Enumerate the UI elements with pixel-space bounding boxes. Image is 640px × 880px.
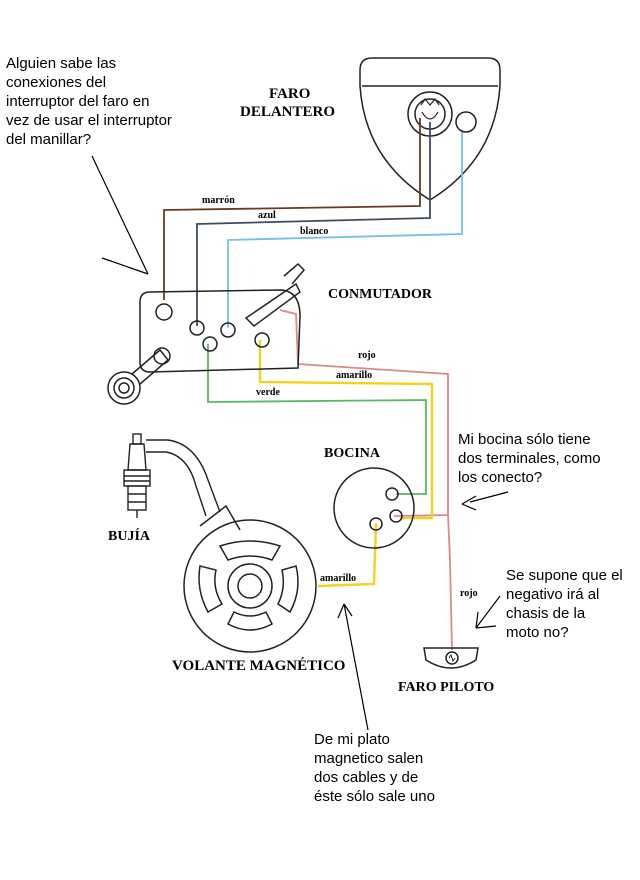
- note-top-left: Alguien sabe las conexiones del interrup…: [6, 55, 172, 148]
- note-negativo: Se supone que el negativo irá al chasis …: [506, 567, 623, 641]
- pilot-light: [423, 647, 479, 669]
- wire-label-amarillo-bottom: amarillo: [320, 573, 356, 584]
- label-bujia: BUJÍA: [108, 527, 151, 544]
- wire-label-marron: marrón: [202, 195, 235, 206]
- wire-label-blanco: blanco: [300, 226, 328, 237]
- wire-amarillo-bottom: [317, 523, 378, 588]
- label-faro-delantero-2: DELANTERO: [240, 104, 335, 120]
- wire-label-azul: azul: [258, 210, 276, 221]
- wire-label-rojo-bottom: rojo: [460, 588, 478, 599]
- annotation-arrows: [91, 155, 509, 731]
- wire-label-rojo-top: rojo: [358, 350, 376, 361]
- switch: [107, 262, 306, 405]
- wire-label-verde: verde: [256, 387, 280, 398]
- wire-azul: [196, 122, 431, 326]
- wire-blanco: [227, 132, 463, 328]
- label-faro-delantero-1: FARO: [269, 86, 310, 102]
- label-conmutador: CONMUTADOR: [328, 287, 433, 302]
- magneto-flywheel: [183, 504, 317, 653]
- wire-label-amarillo-top: amarillo: [336, 370, 372, 381]
- label-volante: VOLANTE MAGNÉTICO: [172, 657, 345, 674]
- label-bocina: BOCINA: [324, 446, 381, 461]
- note-bocina: Mi bocina sólo tiene dos terminales, com…: [458, 431, 601, 486]
- wire-amarillo-top: [258, 340, 434, 520]
- wires: [163, 118, 463, 651]
- wire-marron: [163, 118, 421, 300]
- label-faro-piloto: FARO PILOTO: [398, 680, 494, 695]
- note-plato: De mi plato magnetico salen dos cables y…: [314, 731, 435, 805]
- horn: [333, 467, 415, 549]
- wire-verde: [207, 344, 427, 495]
- wire-rojo: [279, 309, 453, 651]
- spark-plug: [123, 433, 221, 518]
